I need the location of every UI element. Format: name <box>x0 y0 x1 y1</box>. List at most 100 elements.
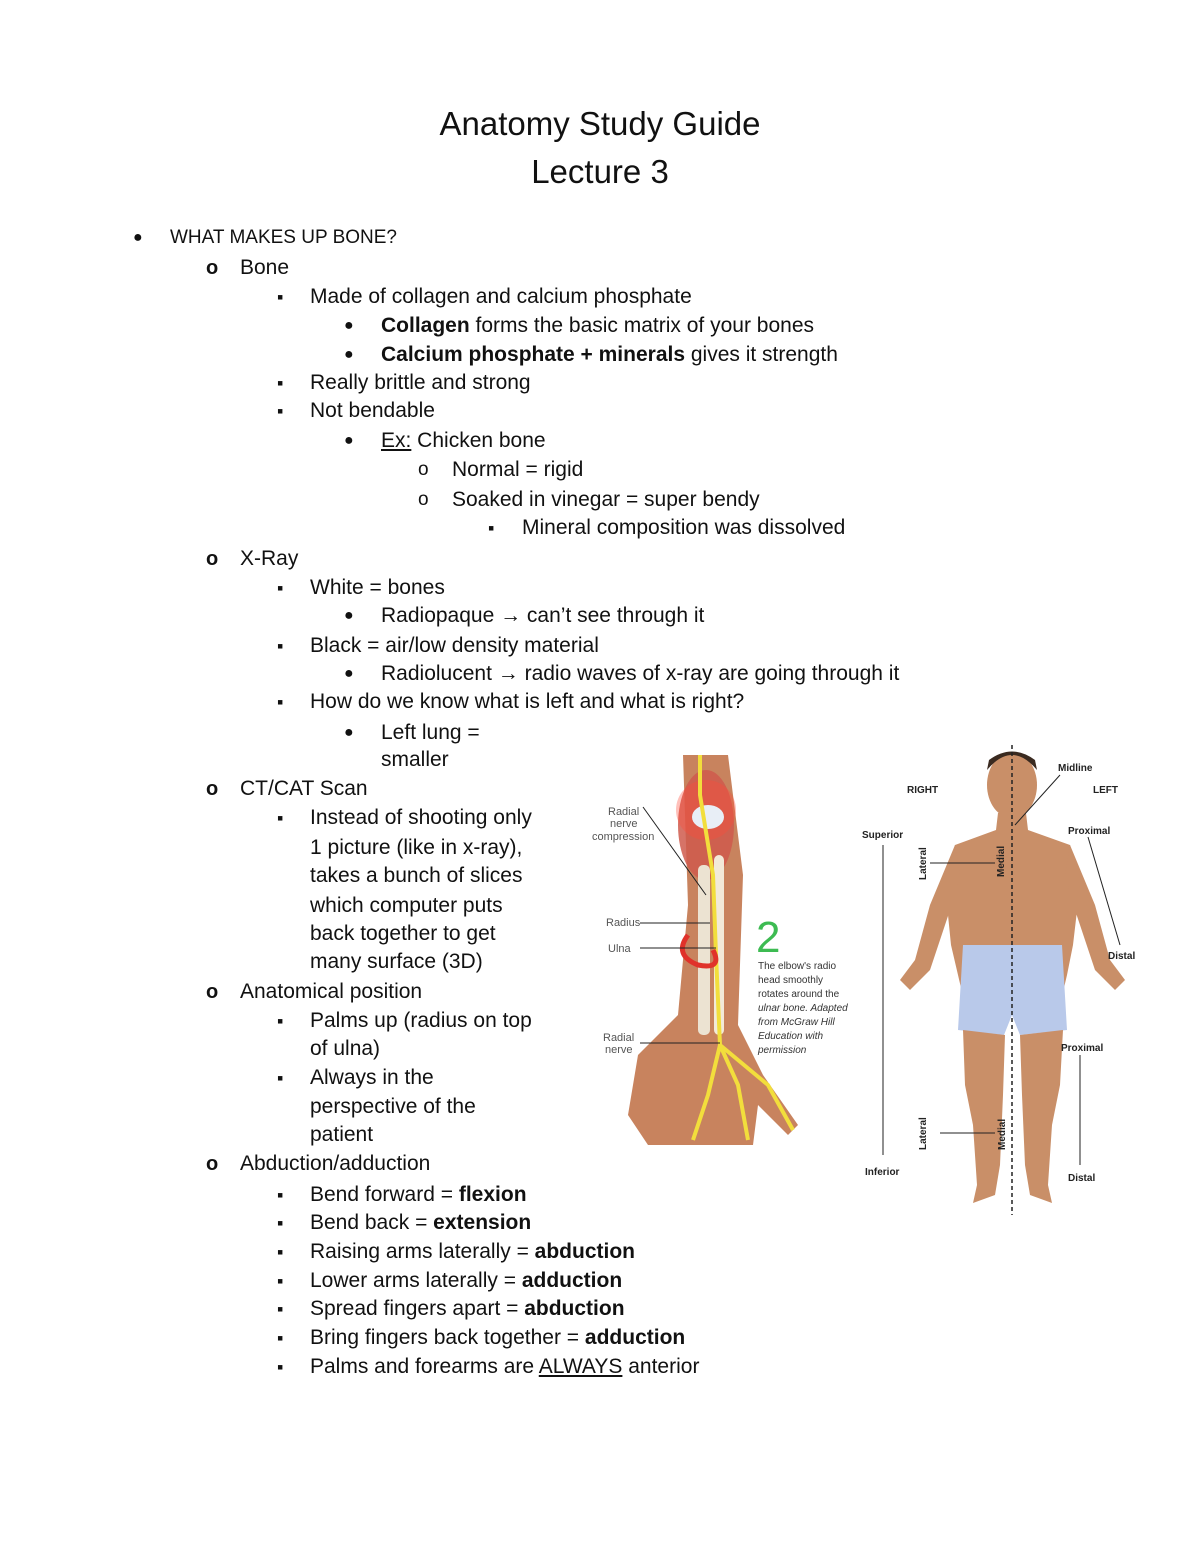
hair <box>987 751 1037 770</box>
bullet-square <box>277 1353 283 1383</box>
page-subtitle: Lecture 3 <box>531 153 669 190</box>
elbow-nerve-illustration: Radial nerve compression Radius Ulna Rad… <box>592 755 848 1145</box>
label-midline: Midline <box>1058 763 1093 774</box>
right-arm <box>900 845 960 990</box>
bullet-o <box>418 486 429 515</box>
outline-item: Mineral composition was dissolved <box>522 516 846 539</box>
label-ulna: Ulna <box>608 943 632 955</box>
label-right: RIGHT <box>907 785 938 796</box>
outline-item: Always in the <box>310 1066 434 1089</box>
label-distal: Distal <box>1108 951 1135 962</box>
page-title: Anatomy Study Guide <box>439 105 761 142</box>
bullet-disc <box>344 660 354 688</box>
outline-item: Instead of shooting only <box>310 806 532 829</box>
caption-line: from McGraw Hill <box>758 1017 835 1028</box>
label-proximal: Proximal <box>1068 826 1110 837</box>
bullet-o <box>418 456 429 485</box>
outline-item: Calcium phosphate + minerals gives it st… <box>381 343 838 366</box>
bullet-circle <box>206 1150 218 1180</box>
caption-line: rotates around the <box>758 989 840 1000</box>
label-lateral: Lateral <box>918 847 929 880</box>
outline-item: Bend forward = flexion <box>310 1183 527 1206</box>
bullet-square <box>277 688 283 718</box>
outline-item: Raising arms laterally = abduction <box>310 1240 635 1263</box>
bullet-circle <box>206 978 218 1008</box>
outline-item-cont: smaller <box>381 748 449 771</box>
outline-item: Radiolucent → radio waves of x-ray are g… <box>381 662 900 685</box>
label-radial-compression: nerve <box>610 818 638 830</box>
bullet-square <box>277 1324 283 1354</box>
bullet-disc <box>344 602 354 630</box>
bullet-square <box>277 574 283 604</box>
outline-item: How do we know what is left and what is … <box>310 690 745 713</box>
bullet-disc <box>344 719 354 747</box>
bullet-square <box>488 514 494 544</box>
outline-item-cont: back together to get <box>310 922 496 945</box>
bullet-square <box>277 1064 283 1094</box>
label-medial: Medial <box>997 1119 1008 1150</box>
outline-item: Spread fingers apart = abduction <box>310 1297 625 1320</box>
label-medial: Medial <box>996 846 1007 877</box>
outline-item: Normal = rigid <box>452 458 584 481</box>
axis-line <box>1087 836 1121 946</box>
bold-term: Calcium phosphate + minerals <box>381 343 686 366</box>
bullet-square <box>277 1007 283 1037</box>
pointer-line <box>1014 774 1061 826</box>
left-arm <box>1065 845 1125 990</box>
outline-item-ct: CT/CAT Scan <box>240 777 368 800</box>
label-line <box>642 806 707 896</box>
bullet-square <box>277 1295 283 1325</box>
anatomical-position-illustration: RIGHT LEFT Midline Superior Inferior Pro… <box>862 745 1135 1215</box>
outline-item: Ex: Chicken bone <box>381 429 546 452</box>
caption-line: permission <box>757 1045 807 1056</box>
outline-item-abduction: Abduction/adduction <box>240 1152 431 1175</box>
outline-item: White = bones <box>310 576 445 599</box>
label-inferior: Inferior <box>865 1167 900 1178</box>
bullet-square <box>277 369 283 399</box>
bullet-square <box>277 1238 283 1268</box>
outline-item-anatomical: Anatomical position <box>240 980 423 1003</box>
label-distal: Distal <box>1068 1173 1095 1184</box>
step-number: 2 <box>756 913 780 962</box>
bullet-square <box>277 804 283 834</box>
outline-item: Not bendable <box>310 399 435 422</box>
label-radial-compression: compression <box>592 831 654 843</box>
outline-item: Palms and forearms are ALWAYS anterior <box>310 1355 700 1378</box>
section-heading: WHAT MAKES UP BONE? <box>170 227 397 248</box>
outline-item: Palms up (radius on top <box>310 1009 532 1032</box>
bullet-circle <box>206 254 218 284</box>
label-proximal: Proximal <box>1061 1043 1103 1054</box>
outline-item: Radiopaque → can’t see through it <box>381 604 705 627</box>
outline-item: Really brittle and strong <box>310 371 531 394</box>
outline-item-cont: patient <box>310 1123 374 1146</box>
outline-item: Bring fingers back together = adduction <box>310 1326 686 1349</box>
label-radial-compression: Radial <box>608 806 639 818</box>
label-radial-nerve: nerve <box>605 1044 633 1056</box>
bullet-square <box>277 1267 283 1297</box>
radius-bone <box>698 865 710 1035</box>
left-leg <box>1020 1030 1063 1203</box>
bullet-circle <box>206 545 218 575</box>
bullet-circle <box>206 775 218 805</box>
outline-item-cont: perspective of the <box>310 1095 476 1118</box>
label-radius: Radius <box>606 917 641 929</box>
bullet-square <box>277 1181 283 1211</box>
bold-term: Collagen <box>381 314 470 337</box>
bullet-square <box>277 632 283 662</box>
bullet-square <box>277 283 283 313</box>
bullet-disc <box>344 312 354 340</box>
outline-item: Collagen forms the basic matrix of your … <box>381 314 814 337</box>
outline-item: Black = air/low density material <box>310 634 599 657</box>
rotation-arrow <box>679 933 719 969</box>
head <box>987 752 1037 818</box>
outline-item: Bend back = extension <box>310 1211 532 1234</box>
outline-item: Made of collagen and calcium phosphate <box>310 285 692 308</box>
outline-item-bone: Bone <box>240 256 290 279</box>
label-superior: Superior <box>862 830 903 841</box>
caption-line: The elbow's radio <box>758 961 837 972</box>
outline-item: Left lung = <box>381 721 480 744</box>
outline-item-cont: many surface (3D) <box>310 950 483 973</box>
outline-item-cont: takes a bunch of slices <box>310 864 523 887</box>
outline-item: Soaked in vinegar = super bendy <box>452 488 760 511</box>
caption-line: Education with <box>758 1031 823 1042</box>
